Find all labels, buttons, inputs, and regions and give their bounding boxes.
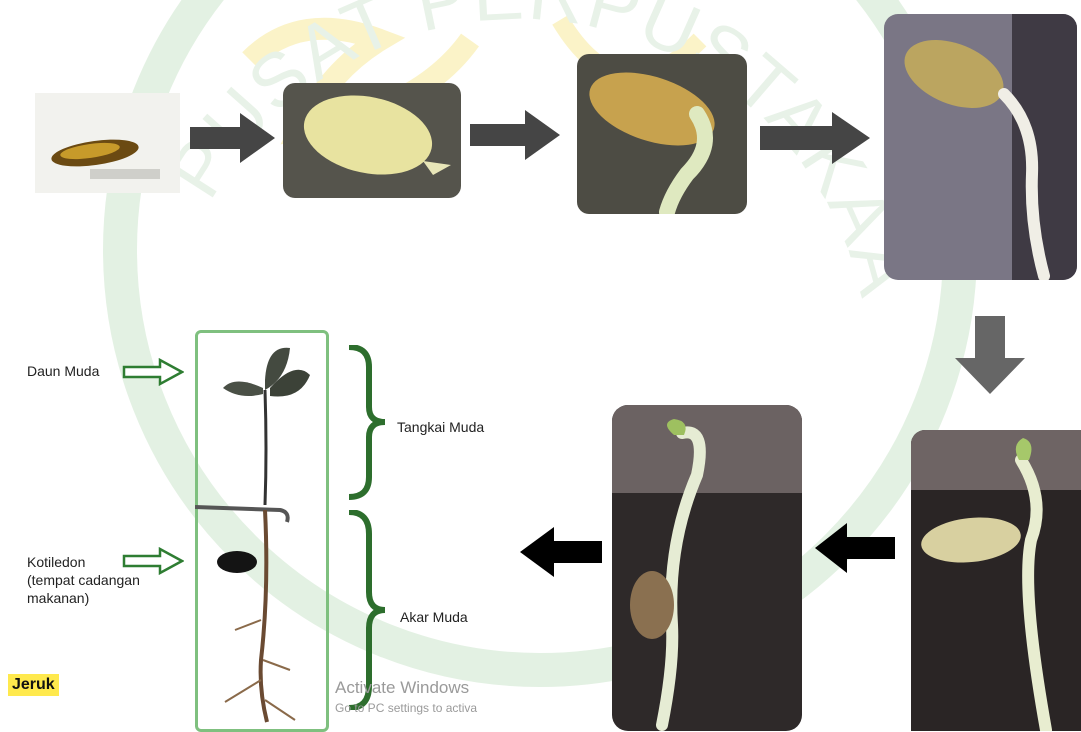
label-akar-muda: Akar Muda	[400, 608, 468, 626]
activation-title: Activate Windows	[335, 678, 469, 698]
mature-seedling-icon	[195, 330, 329, 730]
label-kotiledon-line3: makanan)	[27, 589, 140, 607]
stage-5-hypocotyl-hook-photo	[911, 430, 1081, 731]
stage-6-seedling-photo	[612, 405, 802, 731]
arrow-left-2	[520, 527, 602, 577]
arrow-down	[955, 316, 1025, 394]
hollow-arrow-daun	[122, 358, 184, 386]
label-kotiledon: Kotiledon (tempat cadangan makanan)	[27, 553, 140, 607]
stage-1-seed-photo	[35, 93, 180, 193]
seed-icon	[35, 93, 180, 193]
label-tangkai-muda: Tangkai Muda	[397, 418, 484, 436]
label-daun-muda: Daun Muda	[27, 362, 99, 380]
activation-subtitle: Go to PC settings to activa	[335, 701, 511, 715]
germinating-seed-icon	[577, 54, 747, 214]
label-kotiledon-line2: (tempat cadangan	[27, 571, 140, 589]
stage-3-radicle-emerging-photo	[577, 54, 747, 214]
seedling-hook-icon	[911, 430, 1081, 731]
label-kotiledon-line1: Kotiledon	[27, 553, 140, 571]
seedling-root-icon	[884, 14, 1077, 280]
arrow-right-3	[760, 112, 870, 164]
stage-4-elongated-root-photo	[884, 14, 1077, 280]
stage-2-swollen-seed-photo	[283, 83, 461, 198]
species-label: Jeruk	[8, 674, 59, 696]
brace-tangkai	[345, 345, 390, 500]
arrow-right-2	[470, 110, 560, 160]
swollen-seed-icon	[283, 83, 461, 198]
seedling-stem-icon	[612, 405, 802, 731]
arrow-right-1	[190, 113, 275, 163]
arrow-left-1	[815, 523, 895, 573]
